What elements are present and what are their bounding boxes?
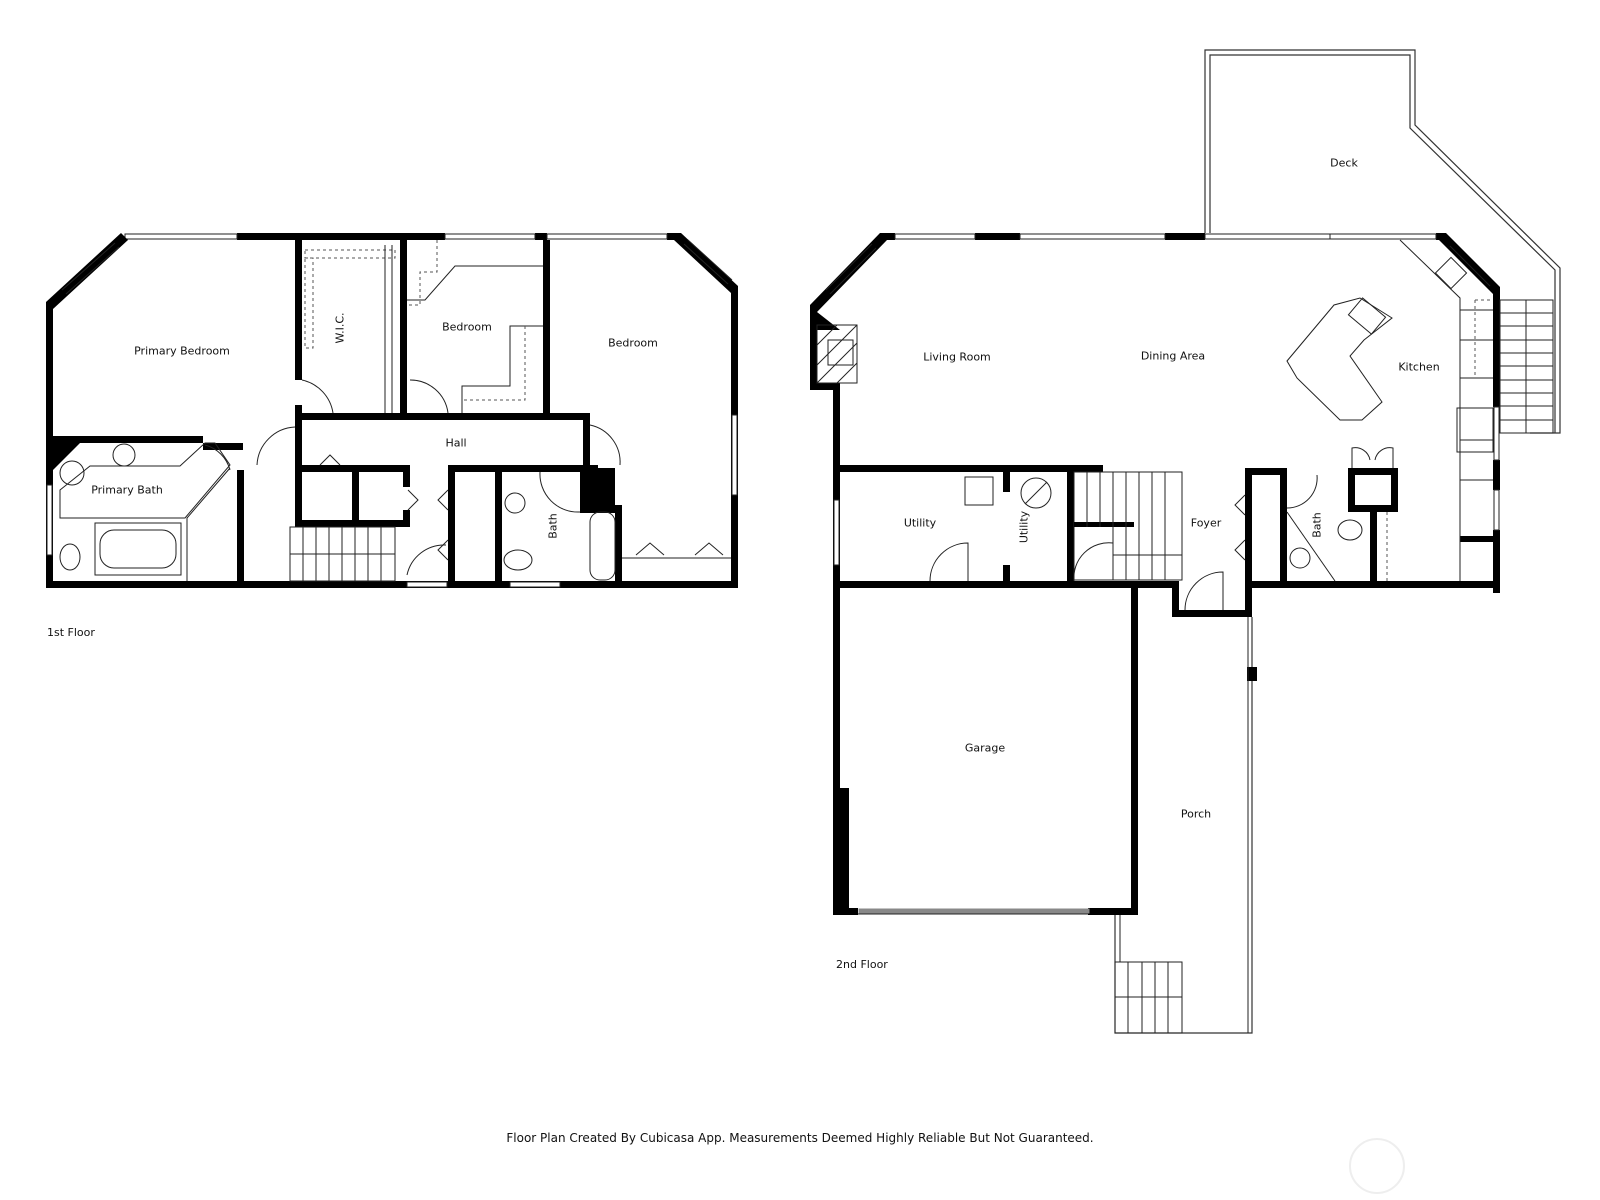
interior-stairs [1073,471,1183,581]
room-label-living-room: Living Room [923,350,991,364]
room-label-bath-2nd: Bath [1310,512,1324,538]
room-label-utility-1: Utility [903,516,937,530]
exterior-stairs [1499,299,1554,434]
disclaimer-footer: Floor Plan Created By Cubicasa App. Meas… [506,1131,1094,1145]
room-label-kitchen: Kitchen [1398,360,1440,374]
room-label-bedroom-2: Bedroom [442,320,492,334]
room-label-porch: Porch [1180,807,1212,821]
first-floor-plan [46,233,738,588]
floor-label-2nd: 2nd Floor [836,958,888,971]
second-floor-plan [810,49,1561,1034]
staircase [289,526,396,582]
room-label-deck: Deck [1330,156,1358,170]
room-label-bath-1st: Bath [546,513,560,539]
room-label-primary-bedroom: Primary Bedroom [134,344,230,358]
room-label-utility-2: Utility [1017,510,1031,544]
watermark-circle-icon [1349,1138,1405,1194]
floor-label-1st: 1st Floor [47,626,95,639]
room-label-dining-area: Dining Area [1140,349,1206,363]
room-label-wic: W.I.C. [333,312,347,344]
room-label-bedroom-3: Bedroom [608,336,658,350]
kitchen-island [1286,297,1393,421]
porch-stairs [1114,961,1183,1034]
room-label-garage: Garage [964,741,1006,755]
room-label-hall: Hall [445,436,467,450]
room-label-foyer: Foyer [1190,516,1222,530]
room-label-primary-bath: Primary Bath [91,483,163,497]
